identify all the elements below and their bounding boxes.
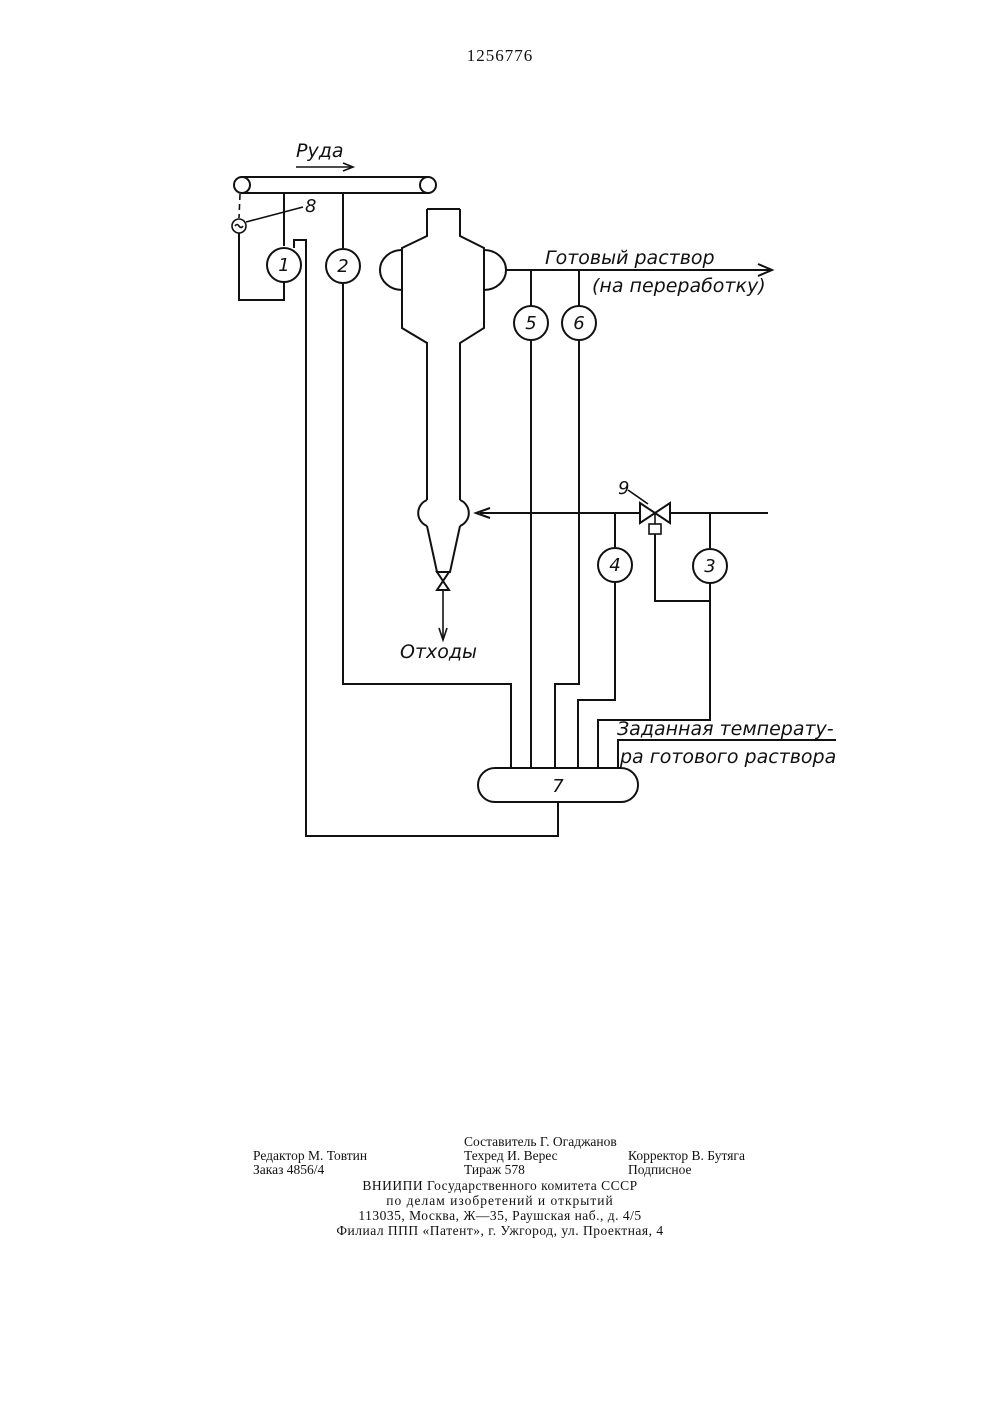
imprint-subscription: Подписное <box>628 1162 692 1178</box>
svg-text:6: 6 <box>573 313 584 334</box>
imprint-org-line1: ВНИИПИ Государственного комитета СССР <box>0 1178 1000 1194</box>
ore-label: Руда <box>296 140 343 162</box>
imprint-org-line2: по делам изобретений и открытий <box>0 1193 1000 1209</box>
instrument-3: 3 <box>693 549 727 583</box>
imprint-order: Заказ 4856/4 <box>253 1162 324 1178</box>
leader-9 <box>628 490 648 504</box>
process-diagram: Руда 8 1 2 <box>0 0 1000 900</box>
motor-link-dashed <box>239 194 240 218</box>
waste-label: Отходы <box>400 641 477 663</box>
svg-text:2: 2 <box>337 256 348 277</box>
label-8: 8 <box>305 196 316 217</box>
svg-text:4: 4 <box>609 555 620 576</box>
svg-text:5: 5 <box>525 313 536 334</box>
to-processing-label: (на переработку) <box>592 275 766 297</box>
imprint-circulation: Тираж 578 <box>464 1162 525 1178</box>
discharge-valve <box>437 572 449 640</box>
ore-conveyor <box>234 177 436 193</box>
controller-7: 7 <box>478 768 638 802</box>
imprint-corrector: Корректор В. Бутяга <box>628 1148 745 1164</box>
svg-text:1: 1 <box>278 255 289 276</box>
imprint-techred: Техред И. Верес <box>464 1148 558 1164</box>
instrument-6: 6 <box>562 306 596 340</box>
heating-inlet-line <box>476 508 768 518</box>
imprint-branch: Филиал ППП «Патент», г. Ужгород, ул. Про… <box>0 1223 1000 1239</box>
drive-motor-8 <box>232 219 246 233</box>
svg-text:7: 7 <box>552 776 564 797</box>
imprint-address: 113035, Москва, Ж—35, Раушская наб., д. … <box>0 1208 1000 1224</box>
instrument-1: 1 <box>267 248 301 282</box>
label-9: 9 <box>618 478 629 499</box>
imprint-editor: Редактор М. Товтин <box>253 1148 367 1164</box>
control-valve-9 <box>640 503 670 534</box>
instrument-2: 2 <box>326 249 360 283</box>
instrument-5: 5 <box>514 306 548 340</box>
set-temperature-label-line2: ра готового раствора <box>619 746 836 768</box>
set-temperature-label-line1: Заданная температу- <box>617 718 834 740</box>
svg-text:3: 3 <box>704 556 715 577</box>
instrument-4: 4 <box>598 548 632 582</box>
ore-arrow <box>296 163 353 171</box>
line-3-to-valve <box>655 534 710 601</box>
imprint-composer: Составитель Г. Огаджанов <box>464 1134 617 1150</box>
line-motor-to-1 <box>239 233 284 300</box>
ready-solution-label: Готовый раствор <box>545 247 715 269</box>
leader-8 <box>246 207 303 222</box>
